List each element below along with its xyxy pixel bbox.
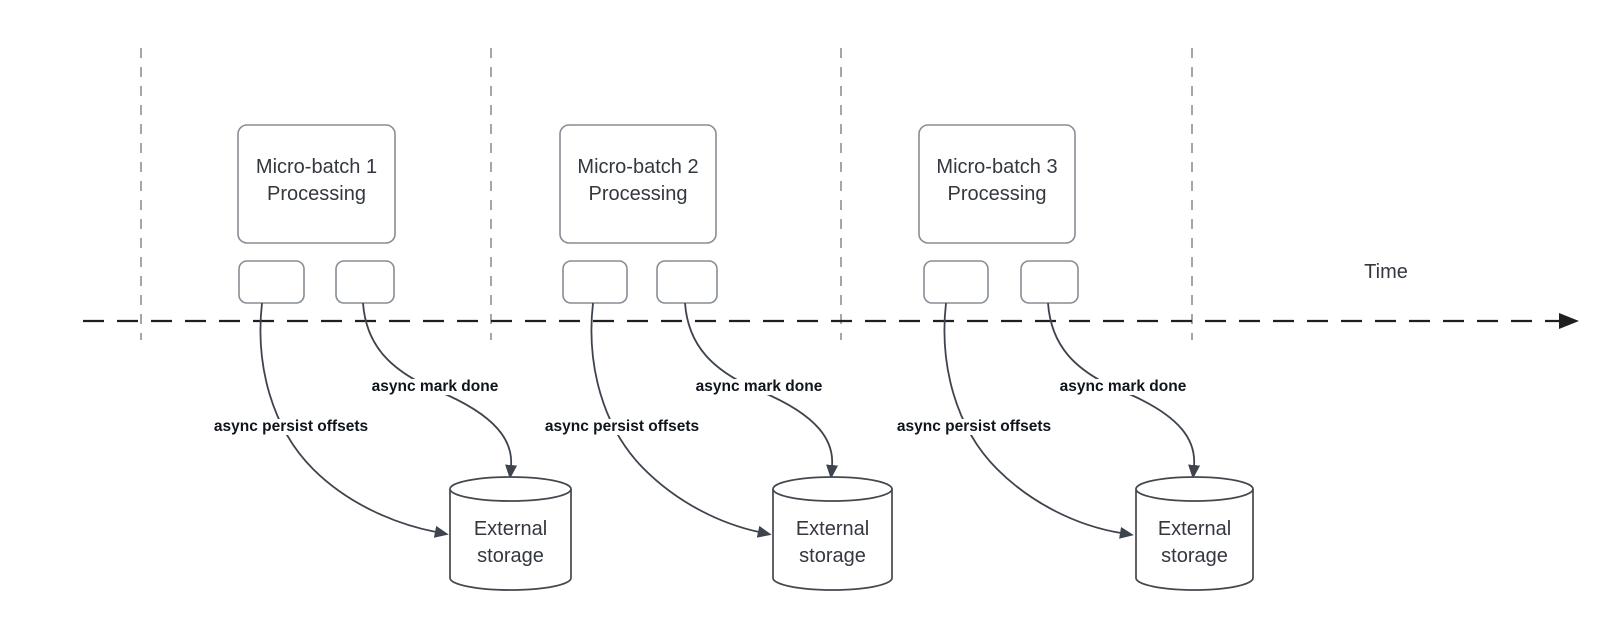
async-mark-done-label-3: async mark done xyxy=(1057,378,1189,395)
external-storage-cylinder-1-body xyxy=(449,489,572,591)
offset-rect-2a xyxy=(562,260,628,304)
external-storage-3-line1: External xyxy=(1157,518,1232,540)
async-persist-offsets-label-2: async persist offsets xyxy=(542,418,702,435)
external-storage-2-line1: External xyxy=(795,518,870,540)
offset-rect-1b xyxy=(335,260,395,304)
micro-batch-1-label: Micro-batch 1 Processing xyxy=(238,154,395,208)
external-storage-cylinder-2-top xyxy=(772,476,893,502)
async-persist-offsets-label-1: async persist offsets xyxy=(211,418,371,435)
offset-rect-1a xyxy=(238,260,305,304)
async-persist-offsets-arrow-1 xyxy=(259,302,449,538)
micro-batch-1-box xyxy=(237,124,396,244)
async-mark-done-label-2: async mark done xyxy=(693,378,825,395)
external-storage-label-3: External storage xyxy=(1136,516,1253,570)
external-storage-label-1: External storage xyxy=(450,516,571,570)
async-persist-offsets-arrow-3 xyxy=(943,302,1134,539)
external-storage-label-2: External storage xyxy=(773,516,892,570)
external-storage-cylinder-3-body xyxy=(1135,489,1254,591)
external-storage-1-line1: External xyxy=(473,518,548,540)
micro-batch-3-subtitle: Processing xyxy=(947,183,1047,205)
micro-batch-1-title: Micro-batch 1 xyxy=(255,156,378,178)
offset-rect-2b xyxy=(656,260,718,304)
micro-batch-3-title: Micro-batch 3 xyxy=(936,156,1058,178)
async-persist-offsets-arrow-2 xyxy=(590,302,772,538)
time-axis-label: Time xyxy=(1364,261,1408,283)
external-storage-2-line2: storage xyxy=(799,545,866,567)
external-storage-3-line2: storage xyxy=(1161,545,1228,567)
external-storage-1-line2: storage xyxy=(477,545,544,567)
micro-batch-2-box xyxy=(559,124,717,244)
external-storage-cylinder-2-body xyxy=(772,489,893,591)
async-mark-done-label-1: async mark done xyxy=(369,378,501,395)
external-storage-cylinder-1-top xyxy=(449,476,572,502)
micro-batch-2-title: Micro-batch 2 xyxy=(577,156,699,178)
micro-batch-2-subtitle: Processing xyxy=(588,183,688,205)
micro-batch-2-label: Micro-batch 2 Processing xyxy=(560,154,716,208)
micro-batch-1-subtitle: Processing xyxy=(267,183,366,205)
micro-batch-3-box xyxy=(918,124,1076,244)
async-persist-offsets-label-3: async persist offsets xyxy=(894,418,1054,435)
micro-batch-3-label: Micro-batch 3 Processing xyxy=(919,154,1075,208)
offset-rect-3a xyxy=(923,260,989,304)
offset-rect-3b xyxy=(1020,260,1079,304)
external-storage-cylinder-3-top xyxy=(1135,476,1254,502)
